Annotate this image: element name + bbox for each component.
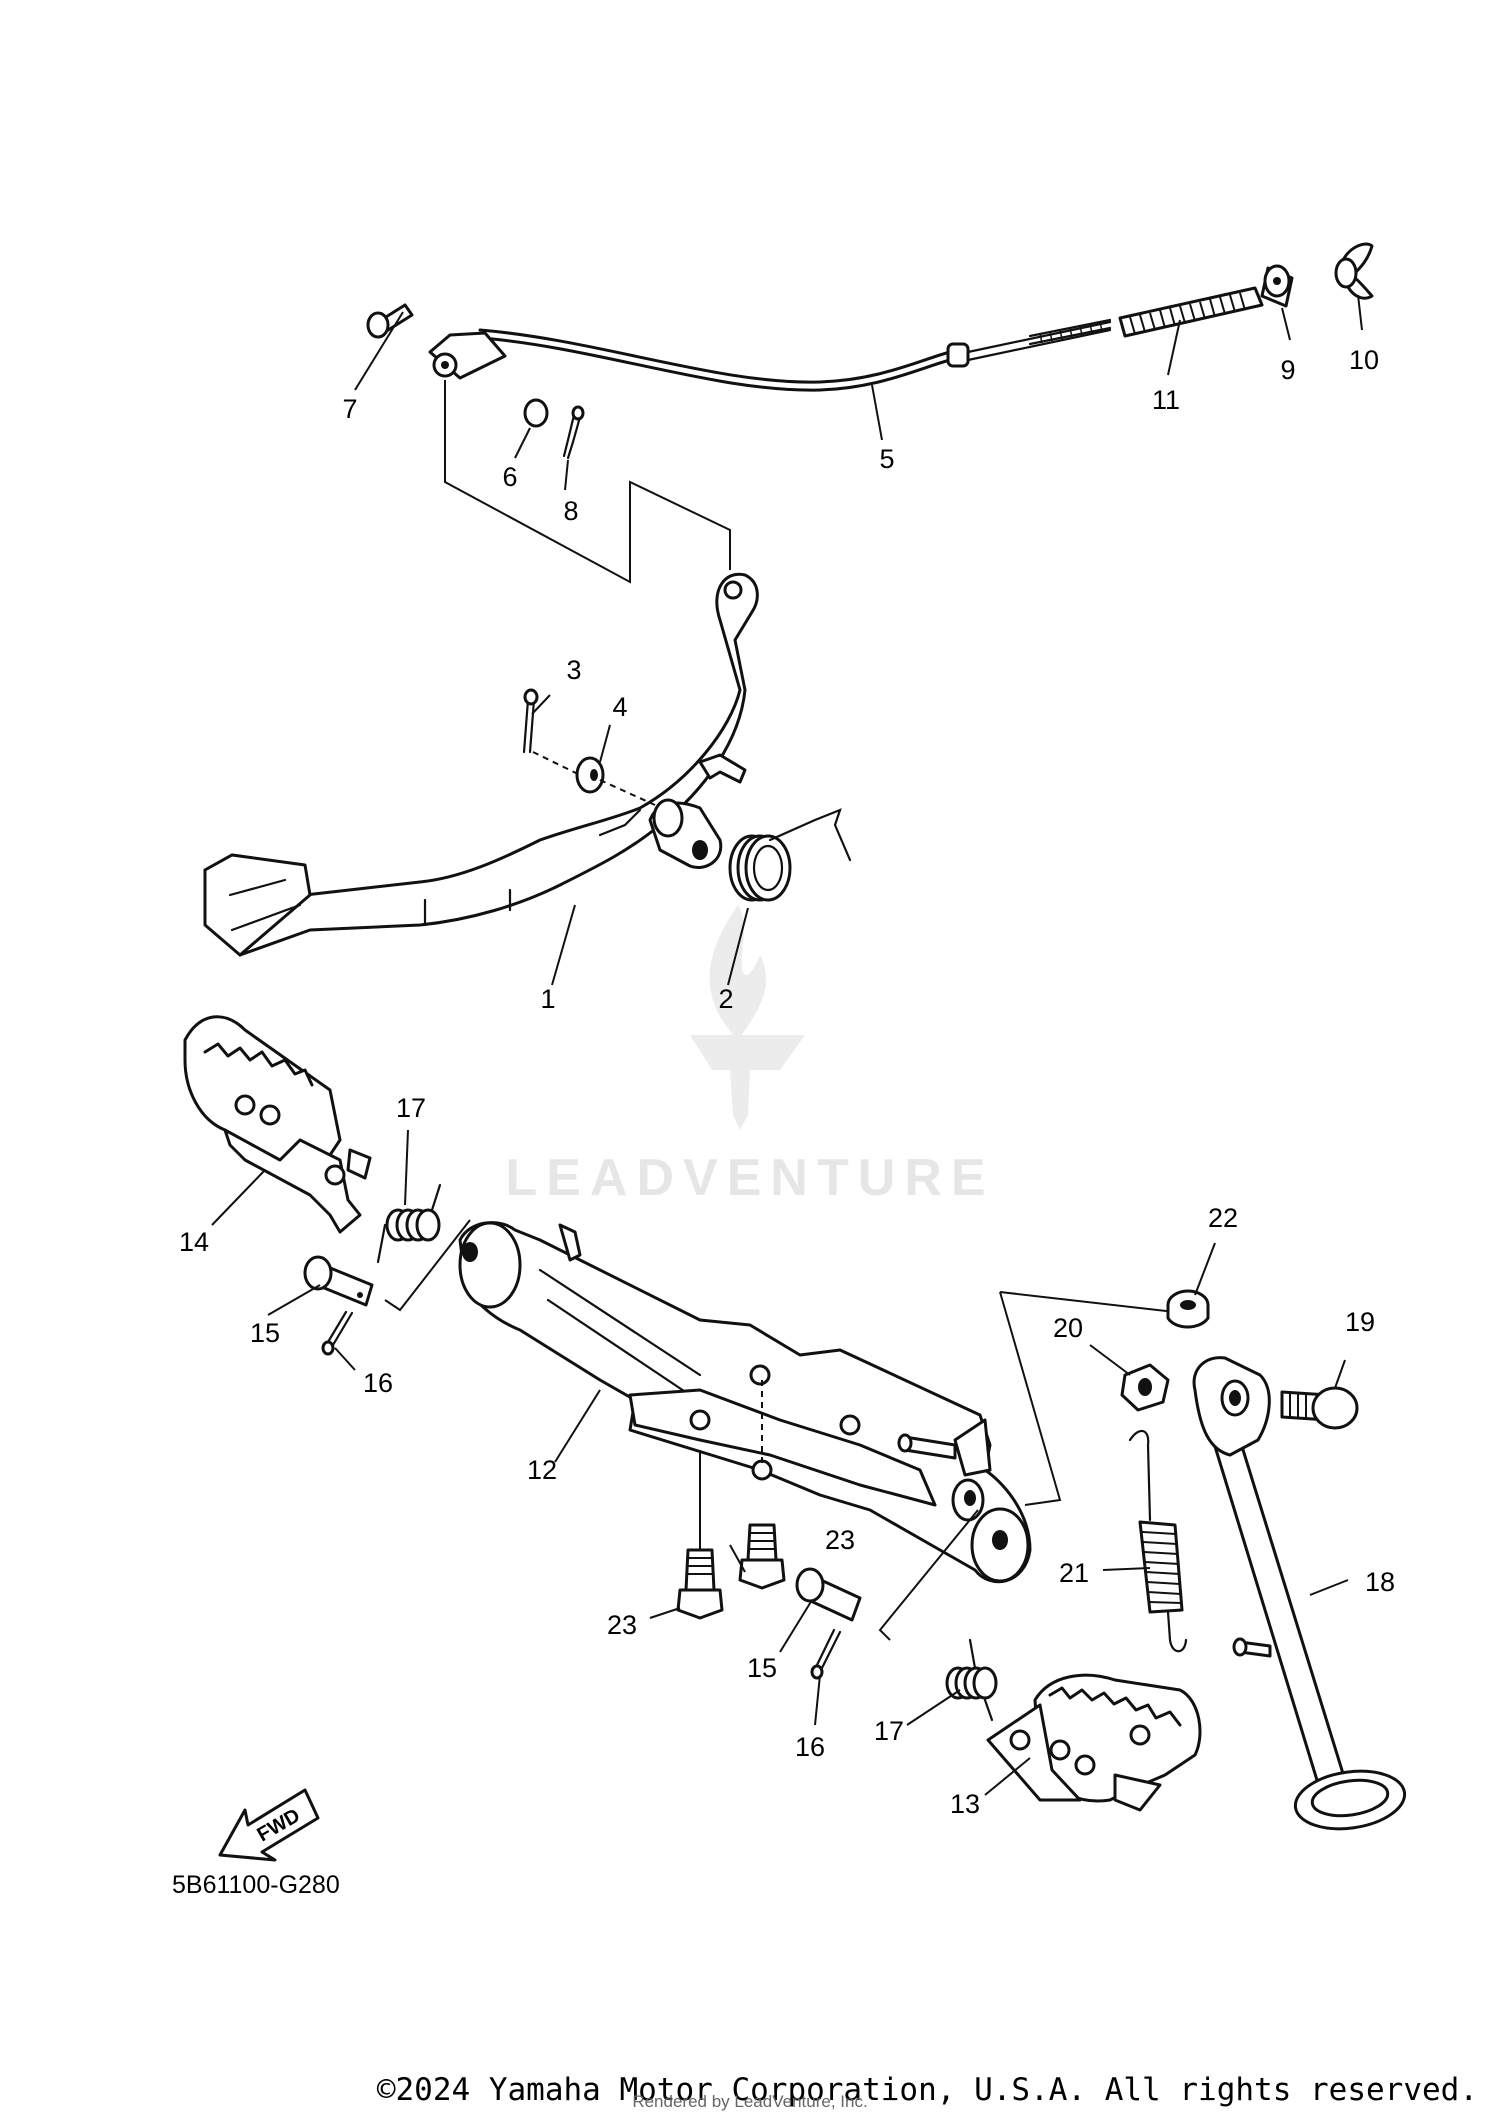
assembly-lines-upper [444, 380, 731, 806]
callout-17-right: 17 [874, 1716, 904, 1746]
callout-10: 10 [1349, 345, 1379, 375]
cotter-pin-right-part-16 [810, 1628, 842, 1680]
callout-23-lower: 23 [607, 1610, 637, 1640]
callout-1: 1 [540, 984, 555, 1014]
stand-spring-part-21 [1128, 1429, 1188, 1653]
callout-14: 14 [179, 1227, 209, 1257]
callout-16-left: 16 [363, 1368, 393, 1398]
spring-part-11 [1118, 286, 1264, 338]
footrest-bracket-part-12 [458, 1221, 1032, 1584]
callout-21: 21 [1059, 1558, 1089, 1588]
collar-part-22 [1166, 1289, 1210, 1329]
callout-12: 12 [527, 1455, 557, 1485]
diagram-code: 5B61100-G280 [172, 1871, 340, 1899]
callout-7: 7 [342, 394, 357, 424]
side-stand-part-18 [1192, 1356, 1407, 1831]
washer-part-4 [575, 756, 605, 794]
footrest-right-part-13 [986, 1673, 1202, 1812]
callout-11: 11 [1152, 385, 1180, 415]
footrest-pin-right-part-15 [795, 1567, 862, 1622]
callout-17-left: 17 [396, 1093, 426, 1123]
callout-labels: 1 2 3 4 5 6 7 8 9 10 11 12 13 14 15 15 1… [179, 345, 1395, 1819]
cotter-pin-part-8 [562, 405, 585, 460]
footrest-left-part-14 [183, 1015, 372, 1234]
footrest-spring-left-part-17 [376, 1183, 442, 1264]
callout-leaders [211, 294, 1363, 1796]
callout-19: 19 [1345, 1307, 1375, 1337]
leadventure-watermark-logo: LEADVENTURE [505, 905, 994, 1207]
bolt-part-23-b [738, 1523, 786, 1590]
assembly-lines-lower [384, 1219, 1176, 1641]
joint-part-9 [1260, 264, 1294, 308]
footrest-spring-right-part-17 [945, 1638, 998, 1722]
rendered-by-credit: Rendered by LeadVenture, Inc. [632, 2092, 868, 2111]
callout-9: 9 [1280, 355, 1295, 385]
cotter-pin-part-3 [522, 688, 539, 754]
copyright-notice: ©2024 Yamaha Motor Corporation, U.S.A. A… [376, 2072, 1478, 2108]
bolt-part-23-a [676, 1548, 724, 1620]
callout-15-left: 15 [250, 1318, 280, 1348]
callout-22: 22 [1208, 1203, 1238, 1233]
wing-nut-part-10 [1334, 242, 1374, 300]
callout-13: 13 [950, 1789, 980, 1819]
washer-part-6 [523, 398, 549, 428]
cotter-pin-left-part-16 [321, 1310, 354, 1356]
return-spring-part-2 [728, 808, 852, 902]
bolt-part-19 [1280, 1386, 1359, 1430]
callout-5: 5 [879, 444, 894, 474]
pin-part-7 [366, 303, 414, 339]
callout-15-right: 15 [747, 1653, 777, 1683]
callout-6: 6 [502, 462, 517, 492]
watermark-text: LEADVENTURE [505, 1149, 994, 1207]
forward-direction-arrow: FWD [218, 1788, 320, 1862]
callout-20: 20 [1053, 1313, 1083, 1343]
brake-pedal-part-1 [203, 572, 759, 957]
callout-23-upper: 23 [825, 1525, 855, 1555]
callout-8: 8 [563, 496, 578, 526]
callout-16-right: 16 [795, 1732, 825, 1762]
callout-2: 2 [718, 984, 733, 1014]
callout-3: 3 [566, 655, 581, 685]
callout-18: 18 [1365, 1567, 1395, 1597]
footrest-pin-left-part-15 [303, 1255, 374, 1307]
callout-4: 4 [612, 692, 627, 722]
nut-part-20 [1120, 1363, 1170, 1412]
brake-cable-part-5 [428, 318, 1112, 392]
